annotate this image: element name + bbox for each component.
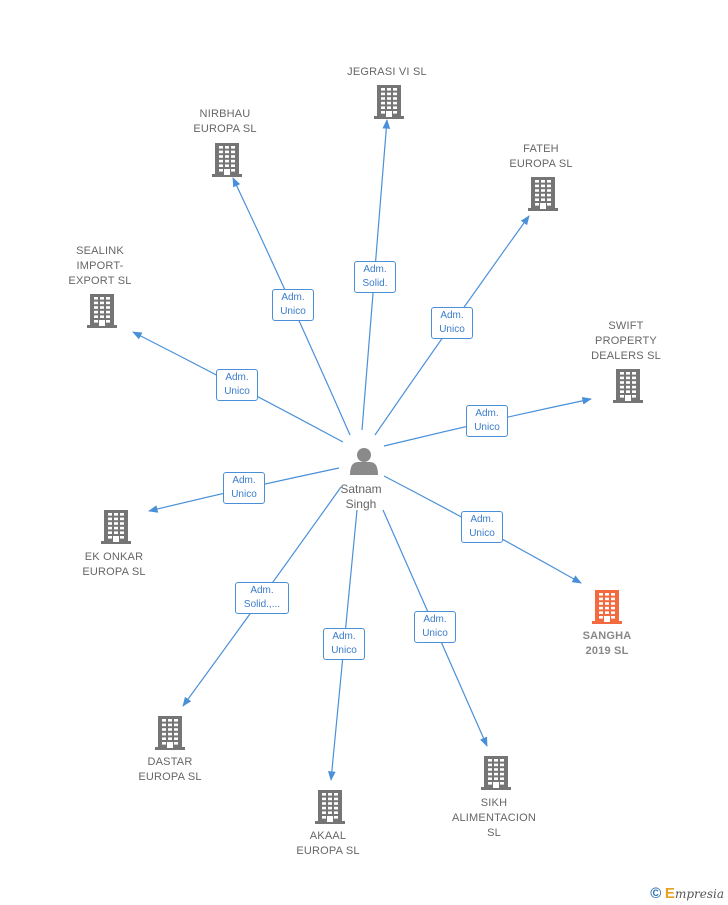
building-icon [87,294,117,328]
role-label-dastar: Adm. Solid.,... [235,582,289,614]
role-label-swift: Adm. Unico [466,405,508,437]
company-name-nirbhau[interactable]: NIRBHAU EUROPA SL [193,108,257,135]
role-label-fateh: Adm. Unico [431,307,473,339]
building-icon [613,369,643,403]
company-name-sikh[interactable]: SIKH ALIMENTACION SL [451,797,537,839]
building-icon [481,756,511,790]
role-label-sikh: Adm. Unico [414,611,456,643]
company-name-akaal[interactable]: AKAAL EUROPA SL [296,830,360,857]
building-icon [315,790,345,824]
company-name-sangha[interactable]: SANGHA 2019 SL [582,630,632,657]
role-label-sangha: Adm. Unico [461,511,503,543]
person-name[interactable]: Satnam Singh [340,482,382,511]
building-icon [592,590,622,624]
role-label-sealink: Adm. Unico [216,369,258,401]
company-name-ekonkar[interactable]: EK ONKAR EUROPA SL [82,551,146,578]
company-name-fateh[interactable]: FATEH EUROPA SL [509,143,573,170]
company-name-jegrasi[interactable]: JEGRASI VI SL [347,66,427,78]
brand-name: mpresia [674,887,724,901]
company-name-dastar[interactable]: DASTAR EUROPA SL [138,756,202,783]
building-icon [374,85,404,119]
role-label-ekonkar: Adm. Unico [223,472,265,504]
building-icon [155,716,185,750]
company-name-sealink[interactable]: SEALINK IMPORT- EXPORT SL [68,245,132,287]
company-name-swift[interactable]: SWIFT PROPERTY DEALERS SL [591,320,661,362]
building-icon [212,143,242,177]
role-label-akaal: Adm. Unico [323,628,365,660]
role-label-nirbhau: Adm. Unico [272,289,314,321]
copyright-symbol: © [650,885,662,902]
building-icon [528,177,558,211]
footer-brand: © Empresia [650,885,724,902]
person-icon [350,448,378,475]
building-icon [101,510,131,544]
brand-initial: E [664,885,675,902]
role-label-jegrasi: Adm. Solid. [354,261,396,293]
